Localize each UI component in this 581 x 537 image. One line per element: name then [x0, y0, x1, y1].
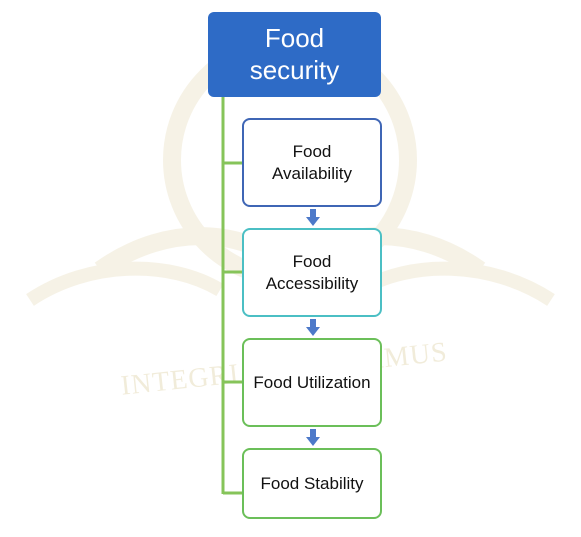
diagram-box-label: Food Utilization — [253, 372, 371, 392]
diagram-box-food-stability: Food Stability — [242, 448, 382, 519]
diagram-box-food-accessibility: Food Accessibility — [242, 228, 382, 317]
root-box-label: Food security — [249, 22, 340, 85]
down-arrow-icon — [306, 209, 320, 226]
diagram-box-label: Food Accessibility — [265, 252, 359, 293]
diagram-box-label: Food Stability — [260, 473, 364, 493]
root-box-food-security: Food security — [208, 12, 381, 97]
down-arrow-icon — [306, 319, 320, 336]
diagram-box-food-availability: Food Availability — [242, 118, 382, 207]
diagram-box-food-utilization: Food Utilization — [242, 338, 382, 427]
down-arrow-icon — [306, 429, 320, 446]
diagram-box-label: Food Availability — [271, 142, 352, 183]
